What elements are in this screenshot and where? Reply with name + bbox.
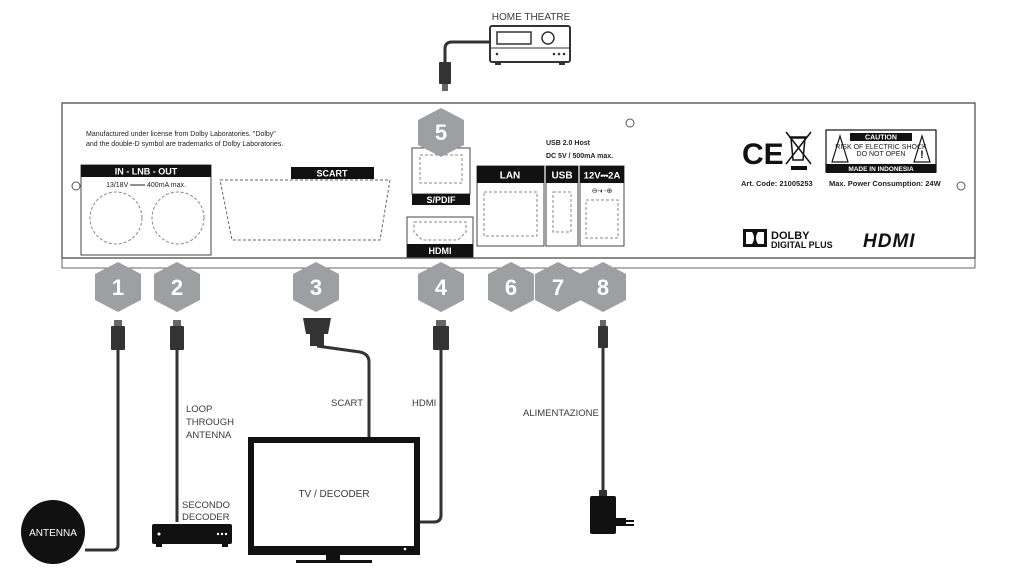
callout-badge-6: 6 (488, 262, 534, 312)
loop-label-1: LOOP (186, 404, 212, 415)
scart-plug (303, 318, 331, 346)
lightning-warning-icon (831, 133, 849, 163)
caution-line-2: RISK OF ELECTRIC SHOCK (835, 144, 927, 151)
lan-header: LAN (500, 171, 521, 182)
callout-badge-3: 3 (293, 262, 339, 312)
caution-title: CAUTION (865, 135, 897, 142)
scart-header: SCART (317, 169, 349, 179)
tv-label: TV / DECODER (298, 489, 369, 500)
callout-badge-7: 7 (535, 262, 581, 312)
power-header: 12V⎓2A (584, 171, 621, 182)
license-line-1: Manufactured under license from Dolby La… (86, 131, 276, 138)
callout-badge-4: 4 (418, 262, 464, 312)
svg-text:2: 2 (171, 275, 183, 300)
usb-info-2: DC 5V / 500mA max. (546, 153, 613, 160)
scart-port: SCART (219, 167, 391, 241)
lan-port: LAN (476, 165, 545, 247)
tv-device (248, 437, 420, 563)
svg-text:!: ! (920, 149, 924, 161)
scart-cable-label: SCART (331, 398, 363, 409)
art-code: Art. Code: 21005253 (741, 179, 813, 188)
secondo-label-1: SECONDO (182, 500, 230, 511)
lnb-port-group: IN - LNB - OUT 13/18V ═══ 400mA max. (80, 164, 212, 256)
usb-header: USB (551, 171, 572, 182)
license-line-2: and the double-D symbol are trademarks o… (86, 141, 283, 148)
svg-text:3: 3 (310, 275, 322, 300)
hdmi-header: HDMI (429, 246, 452, 256)
svg-text:5: 5 (435, 120, 447, 145)
secondo-label-2: DECODER (182, 512, 230, 523)
optical-plug (439, 62, 451, 91)
usb-info-1: USB 2.0 Host (546, 140, 591, 147)
callout-badge-8: 8 (580, 262, 626, 312)
antenna-plug (111, 320, 125, 350)
hdmi-cable (420, 350, 443, 524)
max-power: Max. Power Consumption: 24W (829, 179, 942, 188)
power-plug (598, 320, 608, 348)
spdif-header: S/PDIF (426, 195, 456, 205)
callout-badges: 5 1 2 3 4 6 7 8 (95, 108, 626, 312)
exclamation-warning-icon (913, 133, 931, 163)
weee-bin-icon (785, 131, 812, 170)
svg-text:1: 1 (112, 275, 124, 300)
loop-label-3: ANTENNA (186, 430, 232, 441)
dolby-digital-plus-logo: DOLBY DIGITAL PLUS (743, 229, 833, 250)
dolby-text: DOLBY (771, 230, 810, 242)
hdmi-logo: HDMI (863, 231, 916, 252)
power-adapter (590, 490, 634, 534)
made-in-label: MADE IN INDONESIA (848, 166, 914, 173)
dolby-sub-text: DIGITAL PLUS (771, 240, 833, 250)
home-theatre-label: HOME THEATRE (492, 12, 571, 23)
caution-line-3: DO NOT OPEN (857, 151, 906, 158)
antenna-cable (85, 350, 120, 552)
callout-badge-1: 1 (95, 262, 141, 312)
svg-text:6: 6 (505, 275, 517, 300)
power-polarity: ⊖-◐-⊕ (592, 188, 613, 195)
power-port: 12V⎓2A ⊖-◐-⊕ (579, 165, 625, 247)
antenna-dish: ANTENNA (21, 500, 85, 564)
antenna-label: ANTENNA (29, 528, 77, 539)
ce-mark: CE (742, 138, 784, 171)
caution-label: ! CAUTION RISK OF ELECTRIC SHOCK DO NOT … (825, 129, 937, 173)
optical-cable (443, 40, 489, 62)
second-decoder-device (152, 524, 232, 547)
loop-label-2: THROUGH (186, 417, 234, 428)
lnb-header: IN - LNB - OUT (115, 167, 178, 177)
usb-port: USB 2.0 Host DC 5V / 500mA max. USB (545, 140, 613, 247)
svg-text:4: 4 (435, 275, 448, 300)
hdmi-cable-label: HDMI (412, 398, 436, 409)
hdmi-port: HDMI (406, 216, 474, 258)
home-theatre-device (489, 25, 571, 65)
scart-cable (316, 344, 371, 440)
svg-text:7: 7 (552, 275, 564, 300)
alimentazione-label: ALIMENTAZIONE (523, 408, 599, 419)
callout-badge-5: 5 (418, 108, 464, 157)
hdmi-plug (433, 320, 449, 350)
loop-through-plug (170, 320, 184, 350)
lnb-spec: 13/18V ═══ 400mA max. (106, 182, 186, 189)
svg-text:8: 8 (597, 275, 609, 300)
callout-badge-2: 2 (154, 262, 200, 312)
